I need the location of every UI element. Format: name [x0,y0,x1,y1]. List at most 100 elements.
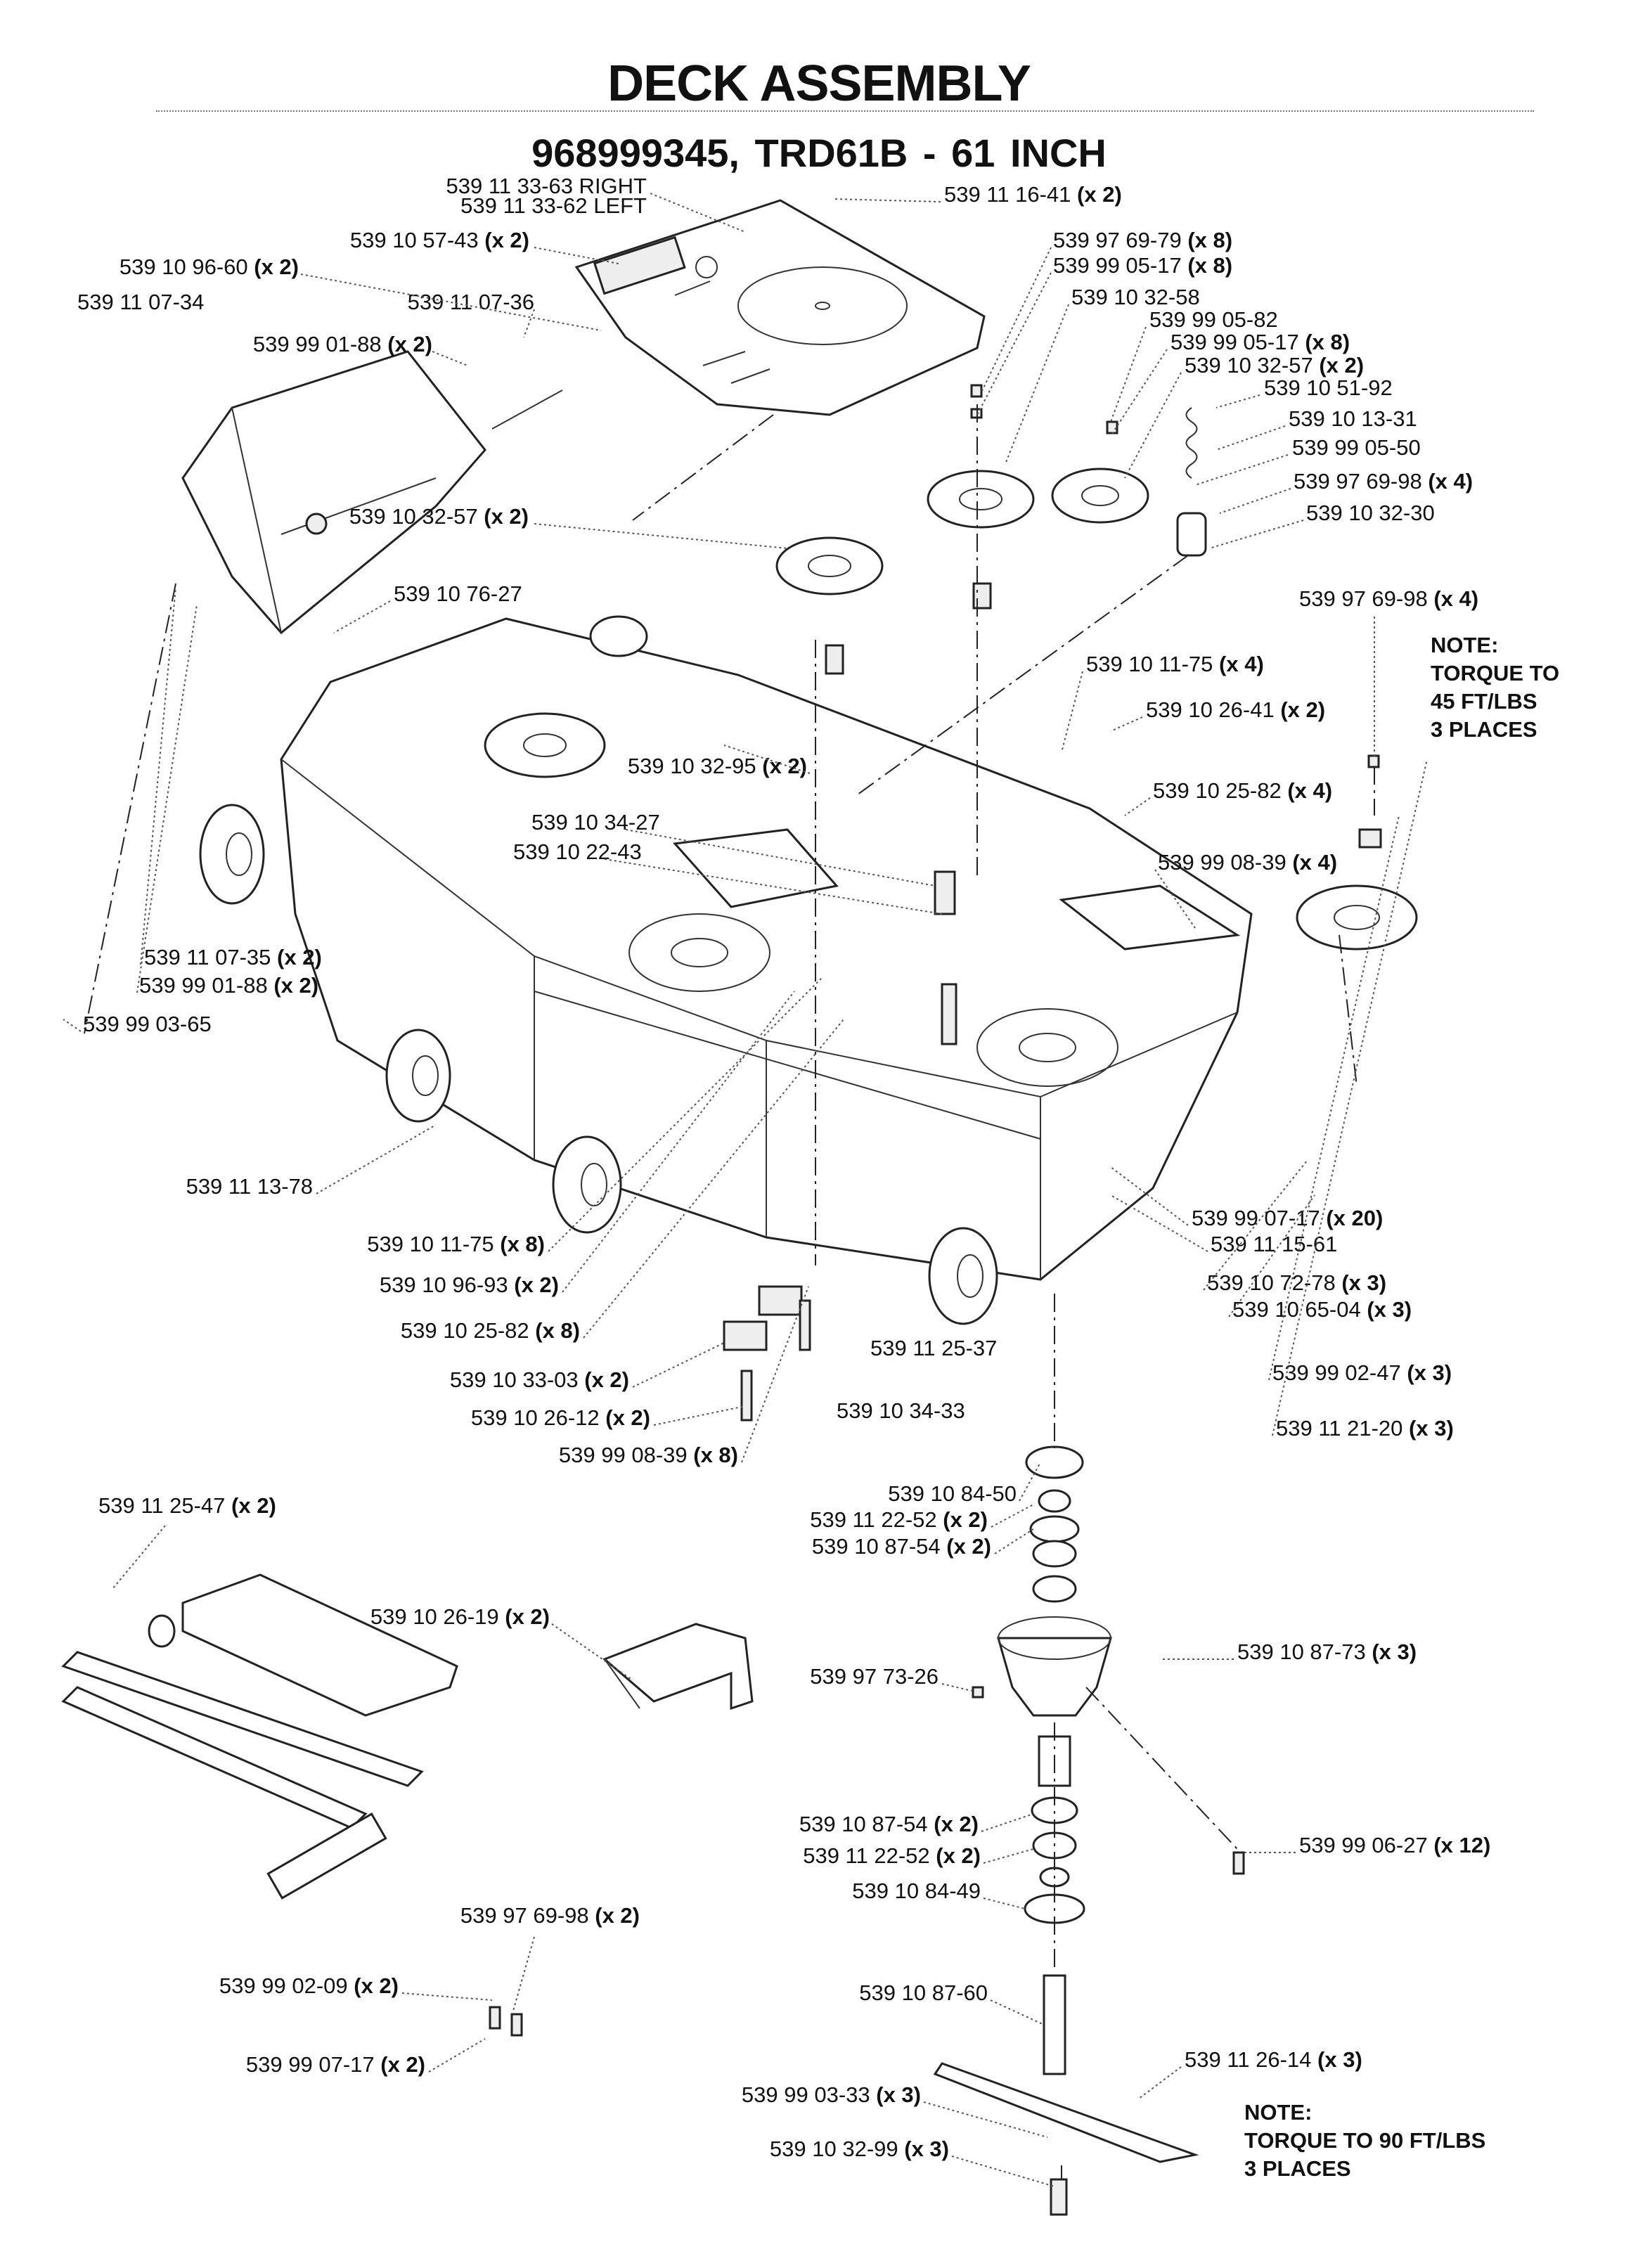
part-quantity: (x 8) [1182,253,1232,278]
part-label: 539 11 25-47 (x 2) [98,1493,276,1518]
part-label: 539 10 34-27 [531,810,660,835]
part-number: 539 99 07-17 [246,2052,375,2077]
part-quantity: (x 8) [529,1318,580,1343]
leader-line [562,991,795,1293]
part-quantity: (x 2) [508,1272,559,1297]
leader-line [523,309,535,338]
part-label: 539 11 16-41 (x 2) [944,182,1122,207]
part-number: 539 10 32-57 [349,504,478,529]
part-quantity: (x 4) [1282,778,1332,803]
part-quantity: (x 8) [688,1443,738,1467]
part-number: 539 97 69-98 [460,1903,589,1928]
leader-line [548,977,823,1252]
part-label: 539 10 65-04 (x 3) [1232,1297,1412,1322]
part-number: 539 10 13-31 [1289,406,1417,431]
part-number: 539 10 32-58 [1071,285,1200,309]
part-number: 539 11 26-14 [1185,2047,1311,2072]
part-label: 539 99 05-82 [1149,307,1278,332]
leader-line [990,1999,1045,2025]
part-quantity: (x 2) [382,332,432,356]
leader-line [653,1405,746,1426]
deck-shell [280,617,1253,1281]
part-quantity: (x 2) [375,2052,425,2077]
part-number: 539 10 84-49 [852,1879,981,1903]
part-label: 539 10 96-93 (x 2) [380,1272,559,1297]
part-quantity: (x 2) [348,1973,399,1998]
leader-line [1203,1159,1308,1291]
part-quantity: (x 2) [225,1493,276,1518]
part-number: 539 10 11-75 [367,1232,494,1256]
part-label: 539 99 03-65 [83,1012,212,1036]
part-label: 539 10 57-43 (x 2) [350,228,529,252]
leader-line [333,600,391,633]
leader-line [1268,815,1400,1381]
part-quantity: (x 2) [937,1507,988,1532]
part-number: 539 97 69-98 [1294,469,1422,494]
part-number: 539 11 07-35 [144,945,271,969]
part-number: 539 11 07-36 [408,290,534,314]
leader-line [625,829,936,887]
part-label: 539 97 69-98 (x 4) [1294,469,1473,494]
part-number: 539 10 76-27 [394,581,522,606]
part-quantity: (x 4) [1286,850,1337,875]
leader-line [1110,1194,1208,1252]
part-number: 539 10 22-43 [513,839,642,864]
part-label: 539 10 11-75 (x 8) [367,1232,545,1256]
part-label: 539 10 32-99 (x 3) [770,2137,949,2161]
part-number: 539 10 87-54 [799,1812,928,1836]
part-label: 539 10 26-12 (x 2) [471,1405,650,1430]
part-label: 539 10 25-82 (x 4) [1153,778,1332,803]
part-quantity: (x 8) [1299,330,1350,354]
part-label: 539 10 34-33 [837,1398,965,1423]
part-quantity: (x 2) [930,1843,981,1868]
leader-line [1110,349,1168,437]
part-quantity: (x 4) [1213,652,1263,676]
deck-top-cover [574,199,986,416]
leader-line [832,198,941,202]
part-label: 539 99 08-39 (x 8) [559,1443,738,1467]
part-quantity: (x 2) [941,1534,991,1559]
part-number: 539 10 57-43 [350,228,479,252]
part-label: 539 97 69-98 (x 2) [460,1903,640,1928]
leader-line [551,1623,633,1681]
part-number: 539 10 26-19 [370,1604,499,1629]
leader-line [1110,326,1147,423]
part-number: 539 99 05-82 [1149,307,1278,332]
part-label: 539 99 05-17 (x 8) [1053,253,1232,278]
part-label: 539 99 01-88 (x 2) [253,332,432,356]
part-number: 539 10 26-41 [1146,697,1275,722]
part-label: 539 10 87-73 (x 3) [1237,1639,1417,1664]
part-label: 539 10 32-58 [1071,285,1200,309]
part-quantity: (x 8) [494,1232,545,1256]
part-number: 539 10 87-73 [1237,1639,1366,1664]
part-label: 539 11 33-62 LEFT [460,193,647,218]
part-number: 539 99 05-50 [1292,435,1421,460]
part-label: 539 10 51-92 [1264,375,1393,400]
part-label: 539 11 07-34 [77,290,204,314]
leader-line [534,523,788,549]
part-label: 539 11 07-36 [408,290,534,314]
leader-line [923,2101,1048,2138]
leader-line [632,1342,725,1388]
part-quantity: (x 8) [1182,228,1232,252]
part-number: 539 11 22-52 [810,1507,936,1532]
part-number: 539 99 02-09 [219,1973,348,1998]
leader-line [741,1286,809,1463]
part-label: 539 97 73-26 [810,1664,939,1689]
part-label: 539 10 87-54 (x 2) [812,1534,991,1559]
part-label: 539 99 05-50 [1292,435,1421,460]
part-number: 539 99 02-47 [1272,1360,1401,1385]
part-number: 539 11 21-20 [1276,1416,1402,1441]
leader-line [428,2038,486,2073]
note-line: NOTE: [1244,2100,1312,2125]
part-label: 539 10 84-49 [852,1879,981,1903]
part-number: 539 11 33-63 RIGHT [446,174,647,198]
part-number: 539 10 25-82 [401,1318,529,1343]
leader-line [983,1897,1026,1909]
deck-wheels [199,615,998,1325]
idler-pulleys [775,407,1418,951]
part-number: 539 99 03-33 [742,2082,870,2107]
part-quantity: (x 3) [898,2137,949,2161]
